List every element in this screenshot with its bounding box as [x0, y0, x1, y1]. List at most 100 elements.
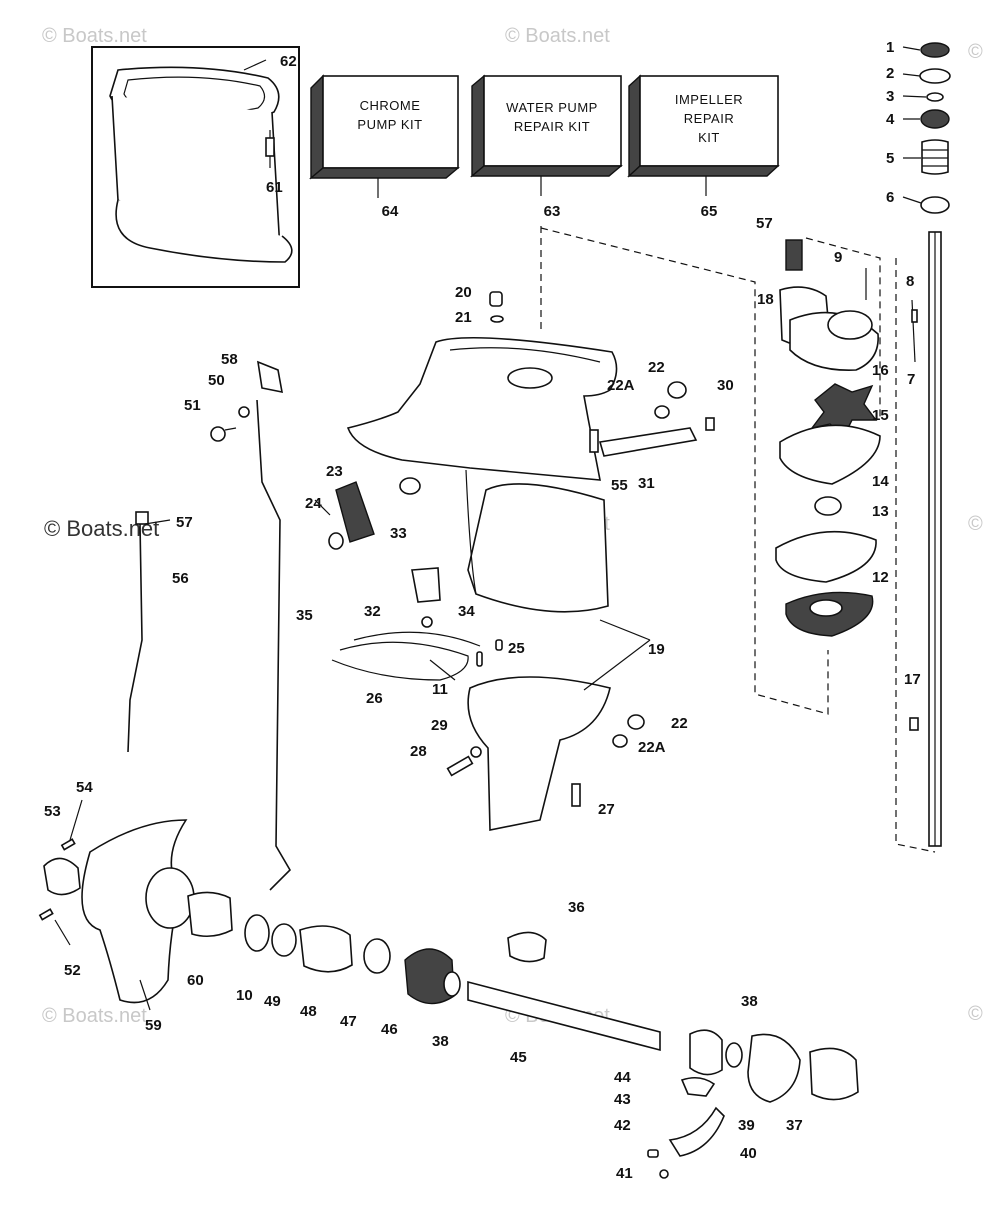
- callout-p19: 19: [648, 641, 665, 658]
- kit-labels: CHROME PUMP KIT 64 WATER PUMP REPAIR KIT 63 IM…: [357, 92, 743, 220]
- callout-p15: 15: [872, 407, 889, 424]
- kit-2-line-2: KIT: [698, 130, 720, 145]
- gearcase-housing: [346, 336, 618, 831]
- callout-p1: 1: [886, 39, 894, 56]
- callout-p3: 3: [886, 88, 894, 105]
- inset-box-exhaust-housing: [91, 46, 300, 288]
- callout-p26: 26: [366, 690, 383, 707]
- guide-line-pump-upper: [805, 237, 881, 420]
- callout-p24: 24: [305, 495, 322, 512]
- callout-p37: 37: [786, 1117, 803, 1134]
- callout-p41: 41: [616, 1165, 633, 1182]
- callout-p51: 51: [184, 397, 201, 414]
- callout-p16: 16: [872, 362, 889, 379]
- callout-p58: 58: [221, 351, 238, 368]
- callout-p12: 12: [872, 569, 889, 586]
- callout-p20: 20: [455, 284, 472, 301]
- callout-p57a: 57: [756, 215, 773, 232]
- callout-p22Aa: 22A: [607, 377, 635, 394]
- callout-p48: 48: [300, 1003, 317, 1020]
- watermark-corner-top: ©: [968, 41, 983, 63]
- driveshaft: [895, 231, 942, 853]
- callout-p5: 5: [886, 150, 894, 167]
- callout-p45: 45: [510, 1049, 527, 1066]
- callout-p27: 27: [598, 801, 615, 818]
- callout-p11: 11: [432, 681, 448, 698]
- propeller-assembly: [38, 819, 859, 1179]
- callout-p14: 14: [872, 473, 889, 490]
- kit-box-impeller: [627, 74, 780, 196]
- kit-1-line-0: WATER PUMP: [506, 100, 598, 115]
- callout-p22Ab: 22A: [638, 739, 666, 756]
- callout-p55: 55: [611, 477, 628, 494]
- kit-1-number: 63: [544, 203, 561, 220]
- callout-p21: 21: [455, 309, 472, 326]
- callout-p59: 59: [145, 1017, 162, 1034]
- callout-p22a: 22: [648, 359, 665, 376]
- callout-p56: 56: [172, 570, 189, 587]
- callout-p13: 13: [872, 503, 889, 520]
- kit-0-line-1: PUMP KIT: [357, 117, 422, 132]
- kit-0-number: 64: [382, 203, 399, 220]
- callout-p7: 7: [907, 371, 915, 388]
- callout-p22b: 22: [671, 715, 688, 732]
- callout-p32: 32: [364, 603, 381, 620]
- callout-p50: 50: [208, 372, 225, 389]
- watermark-corner-bottom: ©: [968, 1003, 983, 1025]
- watermark-corner-middle: ©: [968, 513, 983, 535]
- water-pump-assembly: [775, 239, 919, 731]
- callout-p8: 8: [906, 273, 914, 290]
- callout-p38a: 38: [432, 1033, 449, 1050]
- callout-p54: 54: [76, 779, 93, 796]
- callout-p40: 40: [740, 1145, 757, 1162]
- callout-p33: 33: [390, 525, 407, 542]
- callout-p4: 4: [886, 111, 895, 128]
- callout-p57b: 57: [176, 514, 193, 531]
- watermark-top-left: © Boats.net: [42, 25, 147, 47]
- kit-1-line-1: REPAIR KIT: [514, 119, 590, 134]
- callout-p28: 28: [410, 743, 427, 760]
- watermark-top-center: © Boats.net: [505, 25, 610, 47]
- kit-2-line-1: REPAIR: [684, 111, 734, 126]
- callout-p35: 35: [296, 607, 313, 624]
- callout-p53: 53: [44, 803, 61, 820]
- small-parts: [135, 291, 715, 807]
- callout-p6: 6: [886, 189, 894, 206]
- callout-p43: 43: [614, 1091, 631, 1108]
- callout-p52: 52: [64, 962, 81, 979]
- callout-p47: 47: [340, 1013, 357, 1030]
- kit-box-water-pump: [470, 74, 623, 196]
- callout-p36: 36: [568, 899, 585, 916]
- kit-box-chrome-pump: [309, 74, 460, 198]
- callout-p34: 34: [458, 603, 475, 620]
- callout-p61: 61: [266, 179, 283, 196]
- kit-0-line-0: CHROME: [360, 98, 421, 113]
- callout-p38b: 38: [741, 993, 758, 1010]
- callout-p10: 10: [236, 987, 253, 1004]
- callout-p30: 30: [717, 377, 734, 394]
- shift-rods: [127, 399, 292, 891]
- leader-lines: [54, 59, 651, 1011]
- callout-p60: 60: [187, 972, 204, 989]
- driveshaft-seal-stack: [902, 42, 951, 214]
- callout-p49: 49: [264, 993, 281, 1010]
- callout-p29: 29: [431, 717, 448, 734]
- callout-p46: 46: [381, 1021, 398, 1038]
- kit-2-line-0: IMPELLER: [675, 92, 743, 107]
- callout-p9: 9: [834, 249, 842, 266]
- kit-2-number: 65: [701, 203, 718, 220]
- callout-p2: 2: [886, 65, 894, 82]
- callout-p44: 44: [614, 1069, 631, 1086]
- guide-line-pump: [540, 227, 829, 715]
- watermark-bottom-left: © Boats.net: [42, 1005, 147, 1027]
- callout-p25: 25: [508, 640, 525, 657]
- callout-p31: 31: [638, 475, 655, 492]
- callout-p39: 39: [738, 1117, 755, 1134]
- callout-p18: 18: [757, 291, 774, 308]
- callout-p17: 17: [904, 671, 921, 688]
- callout-p62: 62: [280, 53, 297, 70]
- callout-p42: 42: [614, 1117, 631, 1134]
